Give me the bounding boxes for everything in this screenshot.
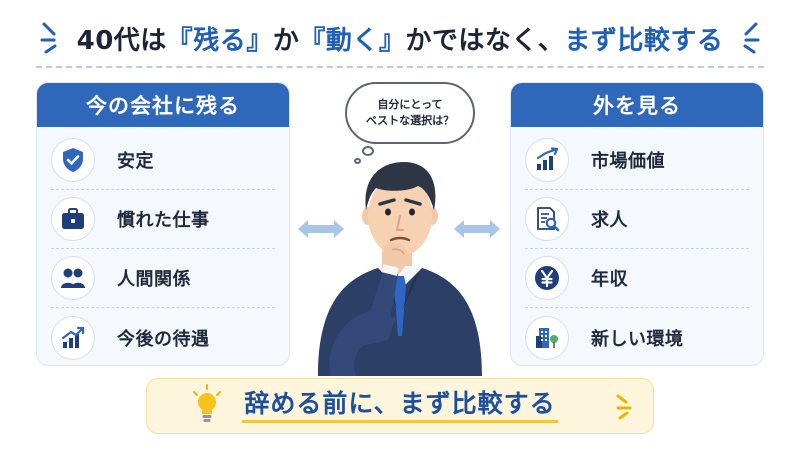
title-part-5: かではなく、 bbox=[405, 25, 565, 56]
list-item-label: 求人 bbox=[591, 210, 628, 231]
thought-bubble: 自分にとって ベストな選択は？ bbox=[345, 82, 475, 144]
list-item-label: 年収 bbox=[591, 269, 628, 290]
list-item-label: 人間関係 bbox=[117, 269, 191, 290]
list-item: 市場価値 bbox=[525, 131, 749, 190]
thinking-businessman-illustration bbox=[318, 162, 482, 376]
emphasis-burst-right-icon bbox=[743, 22, 760, 54]
list-item: 安定 bbox=[51, 131, 275, 190]
rising-bar-chart-icon bbox=[525, 138, 569, 182]
thought-bubble-dot bbox=[362, 146, 374, 156]
list-item-label: 市場価値 bbox=[591, 151, 665, 172]
look-outside-panel-heading: 外を見る bbox=[511, 83, 763, 127]
list-item-label: 安定 bbox=[117, 151, 154, 172]
title-part-4: 『動く』 bbox=[299, 25, 406, 56]
page-title: 40代は 『残る』 か 『動く』 かではなく、 まず比較する bbox=[0, 16, 800, 60]
list-item: 慣れた仕事 bbox=[51, 190, 275, 249]
conclusion-text: 辞める前に、まず比較する bbox=[242, 389, 558, 423]
thought-bubble-dot bbox=[354, 158, 361, 164]
list-item-label: 新しい環境 bbox=[591, 328, 684, 350]
conclusion-banner: 辞める前に、まず比較する bbox=[146, 378, 654, 434]
emphasis-burst-left-icon bbox=[40, 22, 57, 54]
thought-line-1: 自分にとって bbox=[377, 98, 443, 111]
look-outside-list: 市場価値 求人 bbox=[511, 127, 763, 365]
lightbulb-icon bbox=[193, 384, 221, 422]
title-part-1: 40代は bbox=[76, 25, 167, 56]
title-part-2: 『残る』 bbox=[166, 25, 273, 56]
list-item: 今後の待遇 bbox=[51, 308, 275, 365]
list-item: 求人 bbox=[525, 190, 749, 249]
document-search-icon bbox=[525, 197, 569, 241]
list-item-label: 今後の待遇 bbox=[117, 328, 210, 350]
look-outside-panel: 外を見る 市場価値 bbox=[510, 82, 764, 366]
stay-list: 安定 慣れた仕事 bbox=[37, 127, 289, 365]
title-part-6: まず比較する bbox=[564, 25, 724, 56]
emphasis-spark-icon bbox=[616, 394, 632, 420]
list-item: 人間関係 bbox=[51, 249, 275, 308]
buildings-icon bbox=[525, 315, 569, 360]
list-item-label: 慣れた仕事 bbox=[117, 210, 210, 231]
shield-check-icon bbox=[51, 138, 95, 182]
double-arrow-right-icon bbox=[454, 220, 500, 238]
double-arrow-left-icon bbox=[298, 220, 344, 238]
stay-panel: 今の会社に残る 安定 慣れ bbox=[36, 82, 290, 366]
thought-line-2: ベストな選択は？ bbox=[365, 114, 455, 127]
stay-panel-heading: 今の会社に残る bbox=[37, 83, 289, 127]
people-icon bbox=[51, 256, 95, 300]
list-item: 新しい環境 bbox=[525, 308, 749, 365]
title-divider bbox=[36, 66, 764, 68]
growth-chart-icon bbox=[51, 315, 95, 360]
briefcase-icon bbox=[51, 197, 95, 241]
title-part-3: か bbox=[272, 25, 300, 56]
yen-coin-icon bbox=[525, 256, 569, 300]
list-item: 年収 bbox=[525, 249, 749, 308]
